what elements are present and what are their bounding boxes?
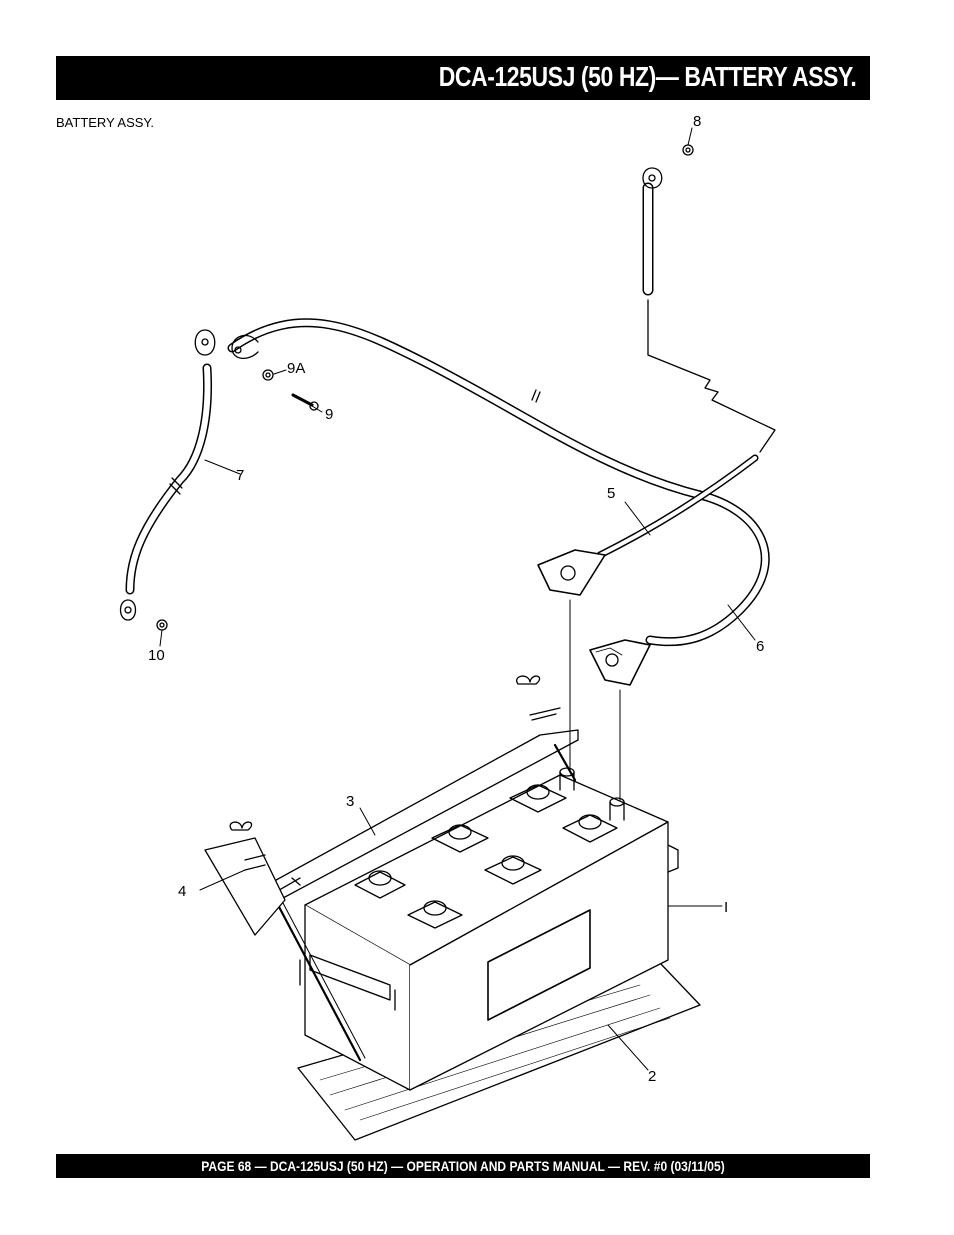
page-footer-bar: PAGE 68 — DCA-125USJ (50 HZ) — OPERATION… <box>56 1154 870 1178</box>
callout-9: 9 <box>325 406 333 423</box>
cable-6 <box>227 318 770 686</box>
callout-9a: 9A <box>287 360 305 377</box>
hold-down-bar <box>204 675 579 1062</box>
callout-4: 4 <box>178 883 186 900</box>
callout-10: 10 <box>148 647 165 664</box>
callout-6: 6 <box>756 638 764 655</box>
callout-3: 3 <box>346 793 354 810</box>
section-label: BATTERY ASSY. <box>56 115 155 130</box>
page-title: DCA-125USJ (50 HZ)— BATTERY ASSY. <box>438 61 856 92</box>
callout-8: 8 <box>693 113 701 130</box>
cell-caps <box>354 784 618 929</box>
page-footer: PAGE 68 — DCA-125USJ (50 HZ) — OPERATION… <box>201 1158 725 1174</box>
cable-5 <box>537 167 776 596</box>
callout-2: 2 <box>648 1068 656 1085</box>
battery-terminals <box>559 767 625 821</box>
page-title-bar: DCA-125USJ (50 HZ)— BATTERY ASSY. <box>56 56 870 100</box>
callout-7: 7 <box>236 467 244 484</box>
callout-1: I <box>724 899 728 916</box>
battery-body <box>299 767 679 1091</box>
callout-5: 5 <box>607 485 615 502</box>
leader-lines <box>159 127 756 1071</box>
cable-7 <box>119 329 216 621</box>
